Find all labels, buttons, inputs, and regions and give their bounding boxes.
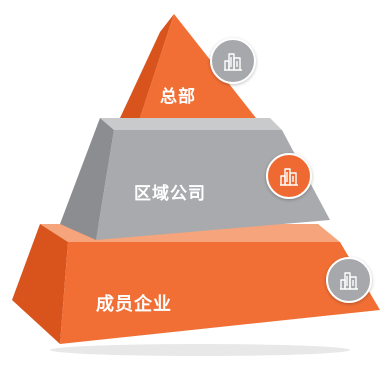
tier-middle-badge [266, 153, 312, 199]
tier-top-badge [210, 38, 256, 84]
tier-middle-top-face [100, 118, 282, 130]
tier-top-side-face [120, 14, 174, 118]
tier-middle-label: 区域公司 [134, 184, 206, 204]
tier-bottom-label: 成员企业 [96, 294, 172, 315]
tier-bottom-side-face [12, 224, 68, 344]
buildings-icon [280, 168, 298, 186]
tier-top-front-face [140, 14, 256, 118]
tier-bottom-badge [326, 257, 372, 303]
tier-middle-front-face [96, 130, 330, 240]
tier-bottom [12, 224, 380, 344]
tier-middle [60, 118, 330, 240]
tier-top [120, 14, 256, 118]
tier-top-label: 总部 [160, 87, 196, 107]
buildings-icon [224, 53, 242, 71]
tier-middle-side-face [60, 118, 114, 240]
pyramid-shadow [50, 344, 350, 356]
tier-bottom-front-face [60, 242, 380, 344]
buildings-icon [340, 272, 358, 290]
